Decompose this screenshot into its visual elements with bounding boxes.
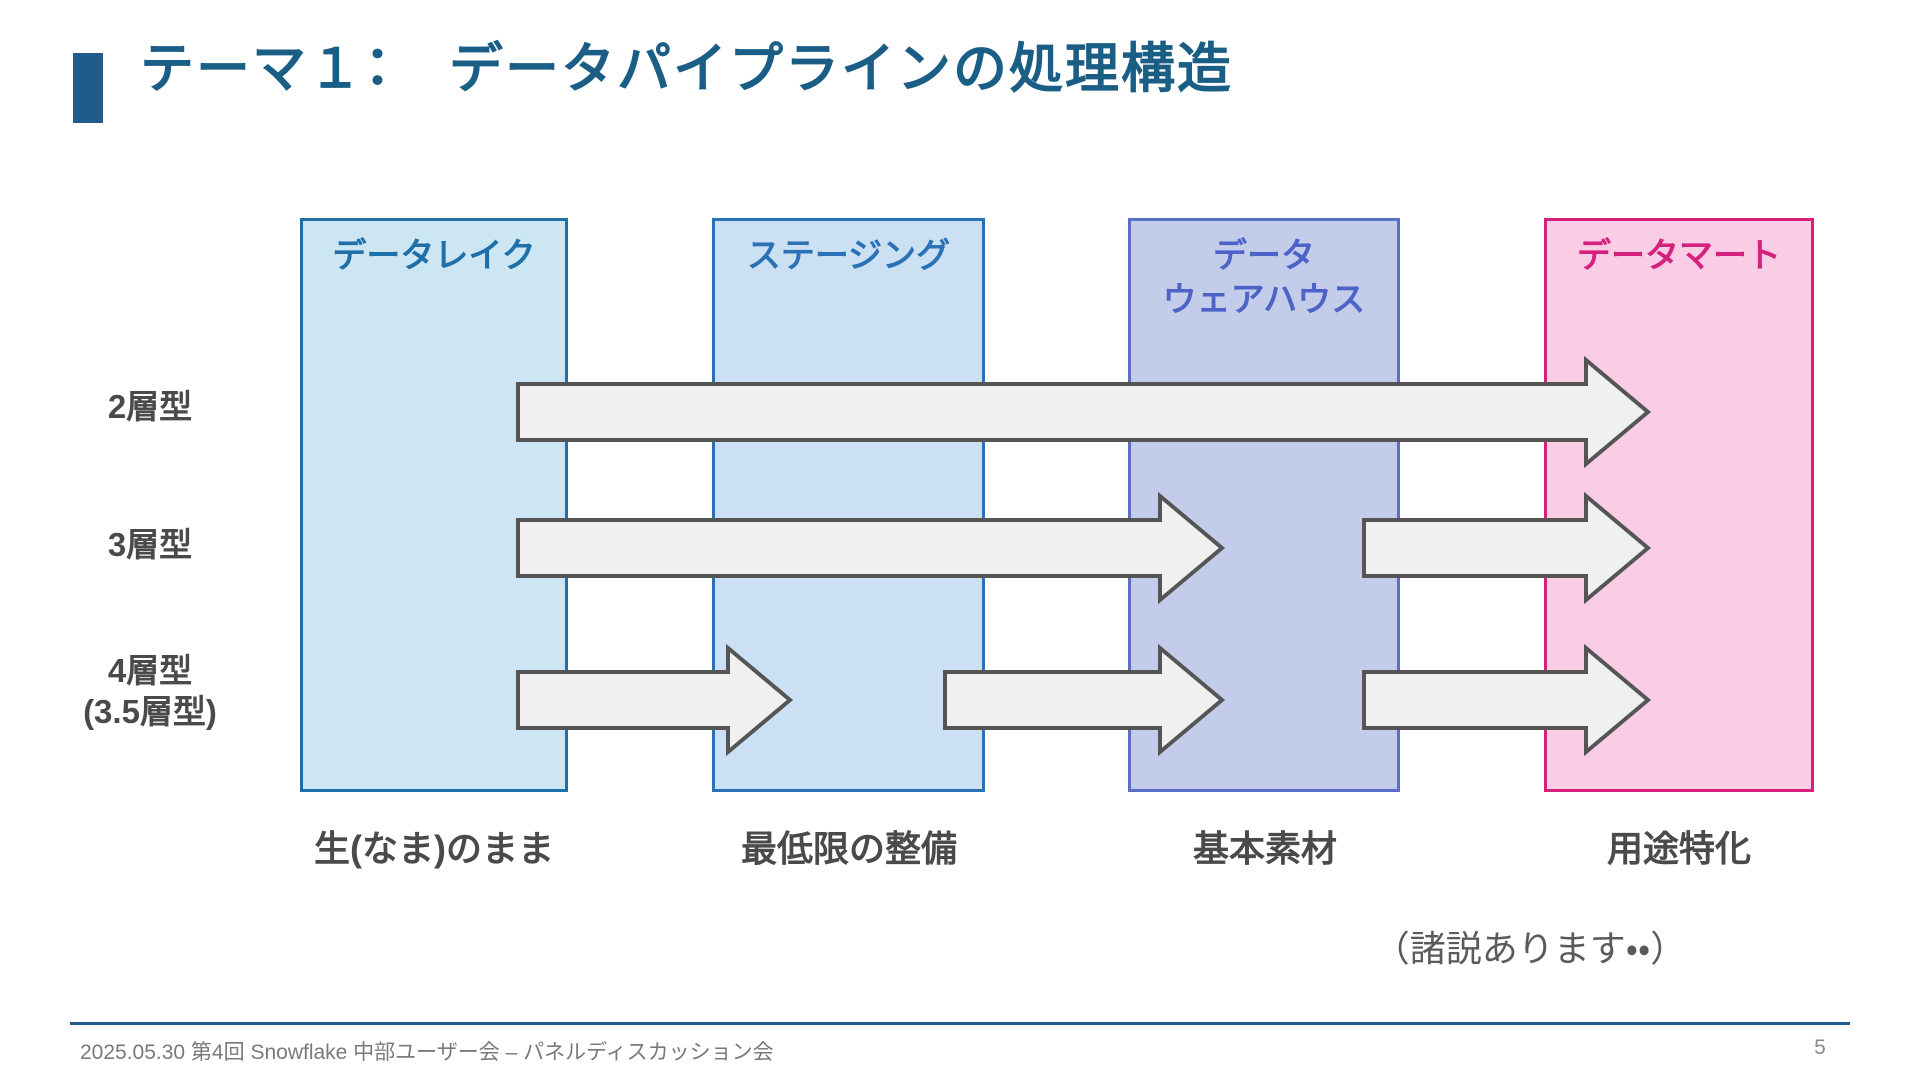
- caption-staging: 最低限の整備: [740, 828, 957, 869]
- footer-divider: [70, 1022, 1850, 1025]
- caption-data-lake: 生(なま)のまま: [314, 828, 554, 869]
- column-title-data-lake: データレイク: [332, 237, 536, 275]
- column-title-staging: ステージング: [746, 237, 951, 275]
- arrow-three-tier-2: [1361, 491, 1652, 605]
- row-label-four-tier: 4層型 (3.5層型): [83, 652, 217, 731]
- arrow-four-tier-2: [942, 643, 1226, 757]
- arrow-three-tier-1: [515, 491, 1226, 605]
- column-staging: ステージング: [712, 218, 985, 792]
- footer-text: 2025.05.30 第4回 Snowflake 中部ユーザー会 – パネルディ…: [80, 1041, 774, 1064]
- arrow-two-tier-1: [515, 355, 1652, 469]
- row-label-two-tier: 2層型: [107, 388, 193, 425]
- caption-data-mart: 用途特化: [1606, 828, 1751, 869]
- column-title-data-warehouse: データ ウェアハウス: [1162, 237, 1366, 319]
- disclaimer-note: （諸説あります・・）: [1373, 928, 1687, 969]
- page-number: 5: [1814, 1036, 1826, 1059]
- page-title: テーマ１： データパイプラインの処理構造: [140, 39, 1233, 99]
- title-accent-bar: [73, 53, 103, 123]
- arrow-four-tier-3: [1361, 643, 1652, 757]
- caption-data-warehouse: 基本素材: [1192, 828, 1337, 869]
- slide-header: テーマ１： データパイプラインの処理構造: [0, 0, 1920, 160]
- column-title-data-mart: データマート: [1577, 237, 1781, 275]
- row-label-three-tier: 3層型: [107, 526, 193, 563]
- arrow-four-tier-1: [515, 643, 794, 757]
